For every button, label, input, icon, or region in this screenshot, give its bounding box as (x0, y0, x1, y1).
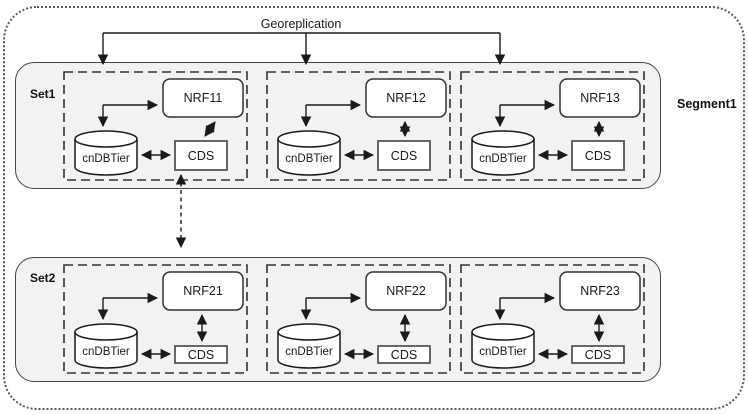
nrf-label: NRF21 (183, 284, 223, 298)
cndbtier-cylinder-icon (471, 130, 535, 176)
db-label: cnDBTier (479, 346, 527, 358)
nrf-node (559, 78, 641, 118)
cds-node (377, 140, 431, 171)
db-label: cnDBTier (285, 346, 333, 358)
set2-label: Set2 (30, 271, 56, 285)
cds-label: CDS (188, 149, 214, 163)
cds-node (571, 140, 625, 171)
nrf-label: NRF22 (386, 284, 426, 298)
cndbtier-cylinder-icon (74, 130, 138, 176)
db-label: cnDBTier (285, 153, 333, 165)
cluster-connectors (494, 292, 605, 360)
nrf-label: NRF23 (580, 284, 620, 298)
cds-label: CDS (188, 348, 214, 362)
cluster-connectors (494, 99, 605, 161)
cluster-dashed-border (460, 71, 645, 181)
nrf-node (162, 78, 244, 118)
cluster-set2-3: NRF23 cnDBTier CDS (460, 264, 645, 374)
db-label: cnDBTier (82, 346, 130, 358)
nrf-label: NRF13 (580, 91, 620, 105)
set1-label: Set1 (30, 87, 56, 101)
cds-label: CDS (585, 149, 611, 163)
cds-node (571, 345, 625, 364)
cndbtier-cylinder-icon (277, 130, 341, 176)
nrf-label: NRF11 (184, 91, 223, 105)
cndbtier-cylinder-icon (74, 323, 138, 369)
nrf-node (365, 271, 447, 311)
cds-node (174, 140, 228, 171)
cluster-set1-2: NRF12 cnDBTier CDS (266, 71, 451, 181)
outer-dashed-border (3, 6, 745, 410)
cluster-connectors (97, 99, 216, 161)
nrf-label: NRF12 (386, 91, 426, 105)
db-label: cnDBTier (82, 153, 130, 165)
segment1-label: Segment1 (677, 97, 737, 111)
cluster-dashed-border (266, 264, 451, 374)
cluster-set1-3: NRF13 cnDBTier CDS (460, 71, 645, 181)
cndbtier-cylinder-icon (471, 323, 535, 369)
cds-node (174, 345, 228, 364)
nrf-node (365, 78, 447, 118)
cds-label: CDS (585, 348, 611, 362)
cluster-set2-2: NRF22 cnDBTier CDS (266, 264, 451, 374)
cluster-set2-1: NRF21 cnDBTier CDS (63, 264, 248, 374)
cluster-dashed-border (63, 71, 248, 181)
nrf-node (559, 271, 641, 311)
cndbtier-cylinder-icon (277, 323, 341, 369)
cluster-connectors (97, 292, 208, 360)
db-label: cnDBTier (479, 153, 527, 165)
cds-node (377, 345, 431, 364)
cluster-dashed-border (460, 264, 645, 374)
cluster-set1-1: NRF11 cnDBTier CDS (63, 71, 248, 181)
cluster-connectors (300, 99, 411, 161)
cds-label: CDS (391, 149, 417, 163)
cluster-dashed-border (63, 264, 248, 374)
cluster-connectors (300, 292, 411, 360)
cluster-dashed-border (266, 71, 451, 181)
nrf-node (162, 271, 244, 311)
cds-label: CDS (391, 348, 417, 362)
